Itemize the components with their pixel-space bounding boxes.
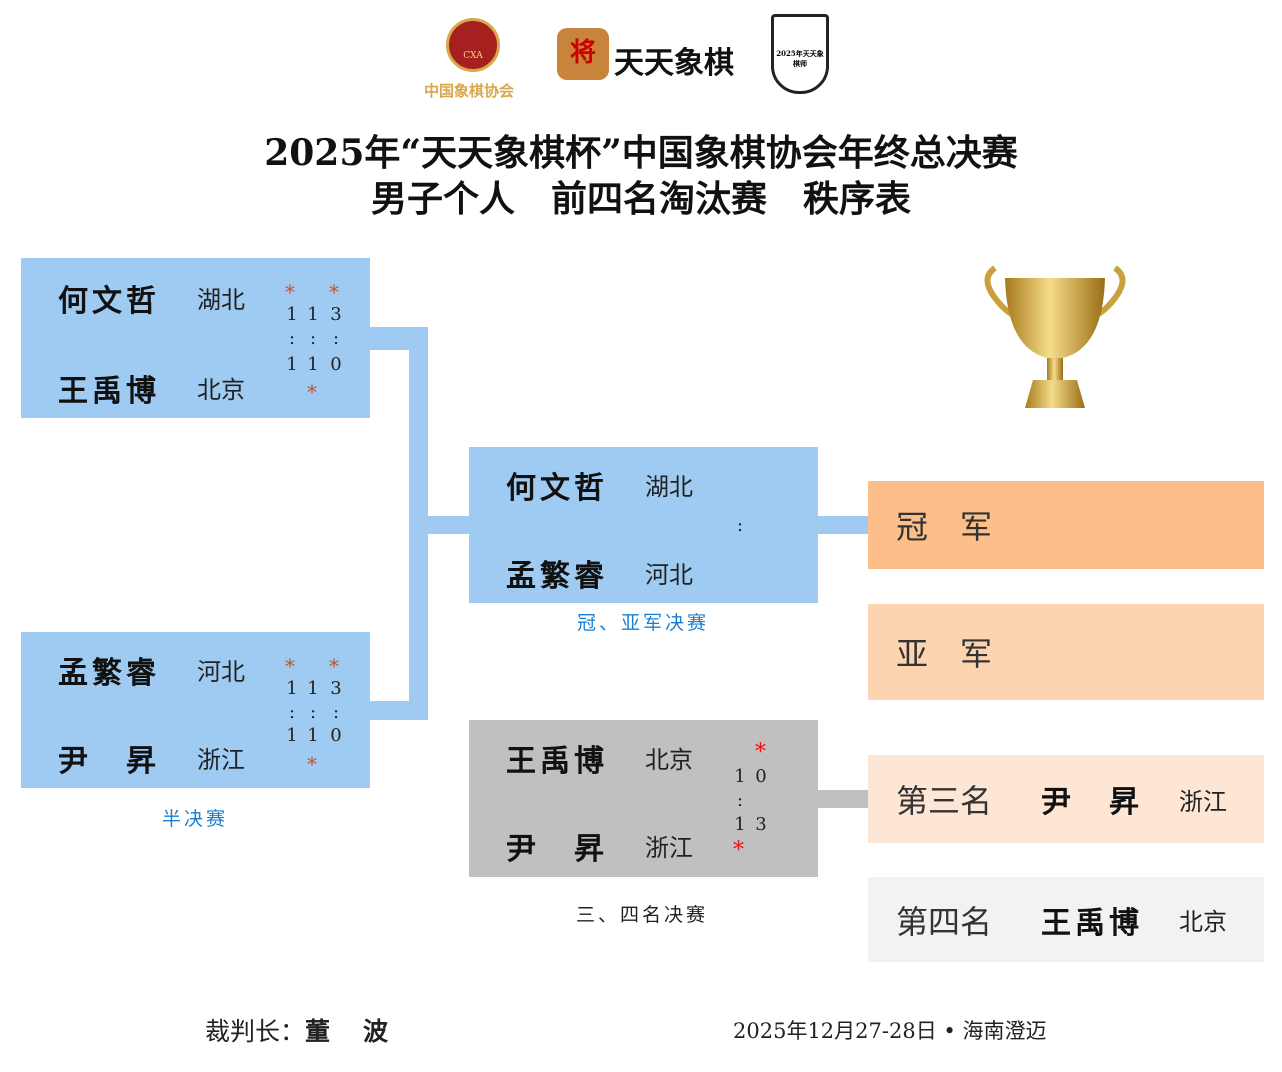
final-caption: 冠、亚军决赛 — [577, 612, 710, 634]
cxa-logo: CXA — [446, 18, 500, 72]
game-score: 1 — [286, 354, 298, 375]
score-sep: : — [736, 790, 744, 811]
game-score: 1 — [307, 725, 319, 746]
score-sep: : — [309, 328, 317, 349]
champion-label: 冠 军 — [896, 508, 993, 546]
player-name: 何文哲 — [506, 471, 608, 506]
third-place-box: 王禹博 北京 尹 昇 浙江 * * 1 0 : 1 3 — [469, 720, 818, 877]
first-move-marker: * — [307, 380, 317, 404]
referee-label: 裁判长： — [205, 1017, 306, 1046]
game-score: 3 — [330, 678, 342, 699]
third-place-result: 第三名 尹 昇 浙江 — [868, 755, 1264, 843]
semifinal-1-box: 何文哲 湖北 王禹博 北京 * * * 1 1 3 : : : 1 1 0 — [21, 258, 370, 418]
rank-label: 第三名 — [896, 782, 993, 820]
semifinal-caption: 半决赛 — [162, 808, 229, 830]
tiantian-logo-text: 天天象棋 — [614, 46, 734, 81]
first-move-marker: * — [285, 280, 295, 304]
player-name: 孟繁睿 — [58, 656, 160, 691]
player-province: 北京 — [1179, 908, 1227, 936]
player-province: 浙江 — [1179, 787, 1227, 816]
runner-up-box: 亚 军 — [868, 604, 1264, 700]
game-score: 1 — [307, 354, 319, 375]
player-name: 何文哲 — [58, 284, 160, 319]
player-name: 尹 昇 — [506, 832, 608, 867]
player-name: 王禹博 — [506, 744, 608, 779]
trophy-icon — [984, 265, 1126, 408]
page-title: 2025年“天天象棋杯”中国象棋协会年终总决赛 — [264, 132, 1018, 174]
masters-logo: 2025年天天象棋师 — [771, 14, 829, 94]
game-score: 3 — [755, 814, 767, 835]
game-score: 0 — [330, 725, 342, 746]
rank-label: 第四名 — [896, 902, 993, 941]
game-score: 0 — [330, 354, 342, 375]
game-score: 1 — [286, 304, 298, 325]
first-move-marker: * — [733, 838, 744, 863]
game-score: 1 — [307, 678, 319, 699]
final-box: 何文哲 湖北 孟繁睿 河北 : — [469, 447, 818, 603]
connector — [409, 327, 428, 720]
semifinal-2-box: 孟繁睿 河北 尹 昇 浙江 * * * 1 1 3 : : : 1 1 0 — [21, 632, 370, 788]
game-score: 1 — [734, 814, 746, 835]
player-province: 湖北 — [645, 473, 693, 501]
champion-box: 冠 军 — [868, 481, 1264, 569]
game-score: 1 — [286, 678, 298, 699]
date-place: 2025年12月27-28日 • 海南澄迈 — [733, 1019, 1047, 1043]
player-province: 北京 — [197, 376, 245, 404]
player-name: 尹 昇 — [1041, 785, 1143, 820]
page-subtitle: 男子个人 前四名淘汰赛 秩序表 — [370, 178, 911, 220]
first-move-marker: * — [329, 654, 339, 678]
player-name: 孟繁睿 — [506, 559, 608, 594]
game-score: 3 — [330, 304, 342, 325]
referee-name: 董 波 — [305, 1017, 393, 1046]
first-move-marker: * — [329, 280, 339, 304]
player-province: 北京 — [645, 746, 693, 774]
runner-up-label: 亚 军 — [896, 635, 993, 673]
connector — [428, 516, 469, 534]
score-sep: : — [332, 328, 340, 349]
player-province: 浙江 — [645, 834, 693, 862]
score-sep: : — [288, 702, 296, 723]
score-sep: : — [736, 515, 744, 536]
connector — [818, 790, 868, 808]
referee: 裁判长：董 波 — [205, 1012, 392, 1048]
player-name: 王禹博 — [1041, 905, 1143, 941]
first-move-marker: * — [755, 740, 766, 765]
player-province: 河北 — [197, 658, 245, 686]
fourth-place-result: 第四名 王禹博 北京 — [868, 877, 1264, 962]
game-score: 1 — [286, 725, 298, 746]
cxa-logo-text: 中国象棋协会 — [424, 82, 515, 100]
player-province: 湖北 — [197, 286, 245, 314]
connector — [818, 516, 868, 534]
player-name: 王禹博 — [58, 374, 160, 409]
tiantian-icon: 将 — [557, 28, 609, 80]
third-place-caption: 三、四名决赛 — [576, 904, 709, 926]
first-move-marker: * — [307, 752, 317, 776]
game-score: 0 — [755, 766, 767, 787]
player-name: 尹 昇 — [58, 744, 160, 779]
connector — [370, 701, 428, 720]
score-sep: : — [309, 702, 317, 723]
player-province: 河北 — [645, 561, 693, 589]
score-sep: : — [288, 328, 296, 349]
score-sep: : — [332, 702, 340, 723]
first-move-marker: * — [285, 654, 295, 678]
player-province: 浙江 — [197, 746, 245, 774]
game-score: 1 — [734, 766, 746, 787]
game-score: 1 — [307, 304, 319, 325]
